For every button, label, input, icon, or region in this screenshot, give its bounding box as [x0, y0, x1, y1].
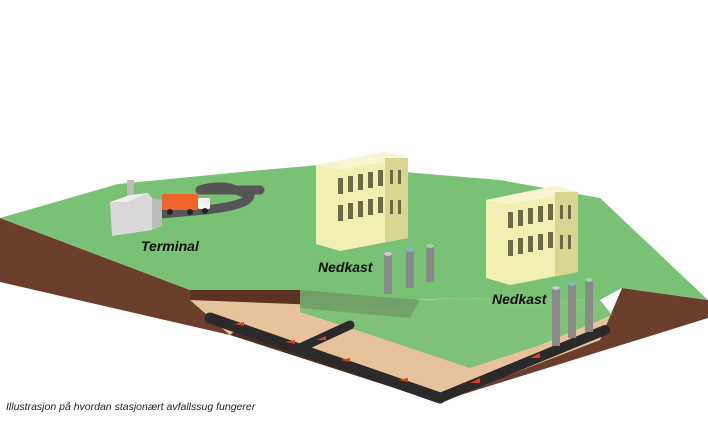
trench-shadow	[300, 290, 420, 318]
nedkast-label-left: Nedkast	[318, 259, 373, 275]
soil-wall-right	[438, 288, 708, 402]
image-caption: Illustrasjon på hvordan stasjonært avfal…	[6, 401, 256, 413]
flow-arrows	[234, 322, 540, 383]
soil-wall-left	[0, 218, 230, 335]
terminal-building-icon	[110, 180, 162, 236]
garbage-truck-icon	[162, 194, 210, 215]
nedkast-label-right: Nedkast	[492, 291, 547, 307]
apartment-building-icon	[316, 152, 408, 251]
waste-inlet-icon	[552, 278, 593, 346]
waste-inlet-icon	[384, 244, 434, 294]
apartment-building-icon	[486, 186, 578, 285]
terminal-label: Terminal	[141, 238, 199, 254]
